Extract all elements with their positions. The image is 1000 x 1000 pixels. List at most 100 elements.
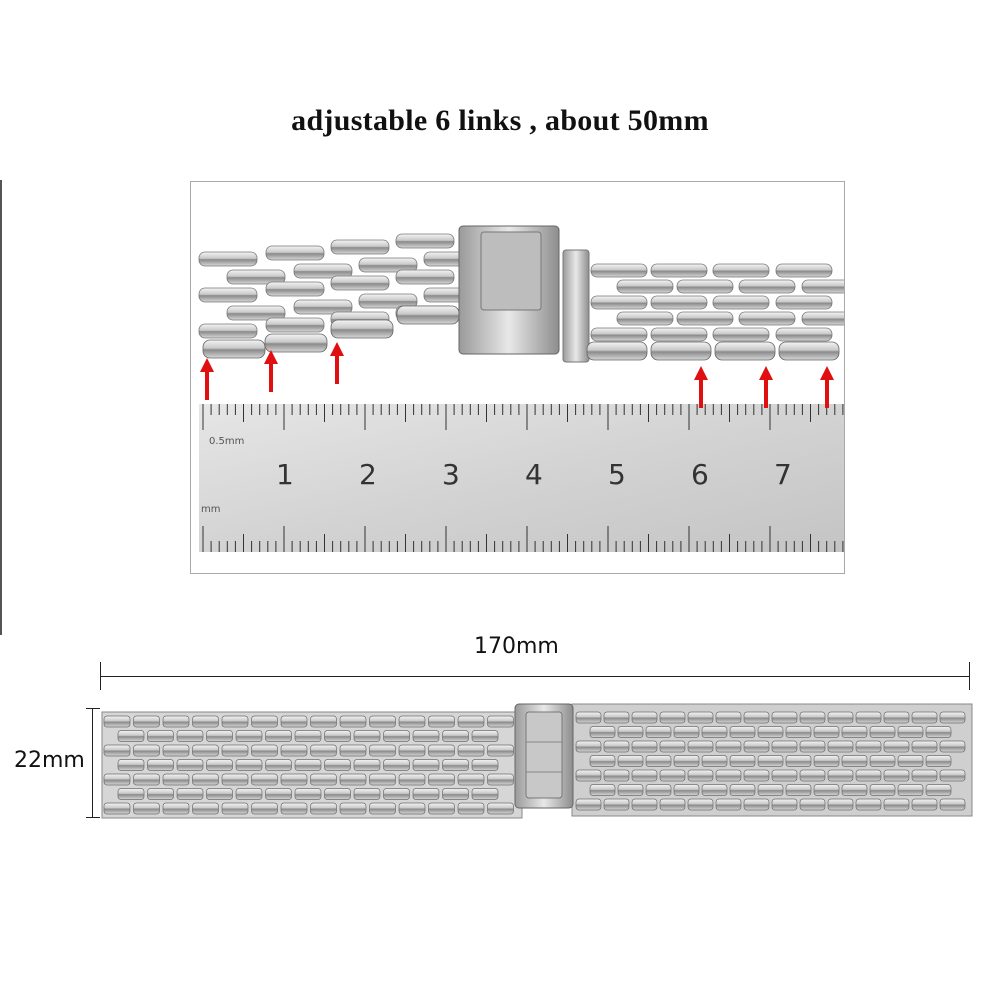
band-link (162, 744, 190, 757)
band-link (575, 711, 602, 724)
band-link (221, 744, 249, 757)
bracelet-link (265, 317, 325, 333)
band-link (176, 788, 204, 800)
band-link (294, 759, 322, 771)
bracelet-full-view (101, 703, 973, 819)
band-link (939, 740, 966, 753)
bracelet-link (676, 311, 734, 326)
band-link (673, 726, 700, 738)
red-arrow-head (820, 366, 834, 380)
band-link (715, 769, 742, 782)
bracelet-link (775, 295, 833, 310)
band-link (103, 773, 131, 786)
bracelet-link (226, 269, 286, 285)
band-link (911, 740, 938, 753)
band-link (925, 726, 952, 738)
ruler: 12345678 0.5mm mm (199, 404, 844, 552)
bracelet-link (650, 295, 708, 310)
bracelet-link (358, 257, 418, 273)
red-arrow-head (200, 358, 214, 372)
band-link (442, 759, 469, 771)
band-link (235, 788, 263, 800)
band-link (659, 769, 686, 782)
band-link (799, 711, 826, 724)
bracelet-link (712, 327, 770, 342)
band-link (631, 740, 658, 753)
length-line-right-cap (969, 662, 970, 690)
band-link (457, 715, 485, 728)
band-link (701, 755, 728, 767)
bracelet-end-link (778, 341, 840, 361)
band-link (428, 773, 455, 786)
band-link (310, 773, 337, 786)
band-link (487, 744, 514, 757)
bracelet-link (198, 251, 258, 267)
red-arrow (694, 366, 708, 408)
band-link (603, 711, 630, 724)
band-link (471, 788, 499, 800)
band-link (442, 788, 469, 800)
bracelet-link (801, 279, 844, 294)
bracelet-end-link (264, 333, 328, 353)
band-link (869, 784, 896, 796)
band-link (603, 740, 630, 753)
band-link (192, 744, 219, 757)
band-link (855, 798, 882, 811)
band-link (617, 755, 644, 767)
band-link (687, 798, 714, 811)
width-label: 22mm (14, 748, 85, 773)
band-link (103, 715, 131, 728)
band-link (265, 759, 292, 771)
ruler-unit-bottom: mm (201, 504, 220, 515)
band-link (192, 802, 219, 815)
band-link (369, 744, 396, 757)
band-link (603, 769, 630, 782)
band-link (192, 773, 219, 786)
band-link (428, 802, 455, 815)
band-link (715, 740, 742, 753)
band-link (785, 784, 812, 796)
length-line (100, 676, 970, 677)
band-link (383, 759, 410, 771)
bracelet-link (590, 263, 648, 278)
band-link (339, 773, 367, 786)
bracelet-link (738, 311, 796, 326)
band-link (133, 715, 160, 728)
band-link (813, 755, 840, 767)
band-link (471, 759, 499, 771)
band-link (412, 730, 440, 742)
band-link (743, 769, 770, 782)
band-link (280, 744, 308, 757)
band-link (235, 730, 263, 742)
band-link (631, 798, 658, 811)
bracelet-ruler-illustration: 12345678 0.5mm mm (198, 225, 844, 552)
band-link (687, 711, 714, 724)
band-link (841, 755, 868, 767)
band-link (771, 740, 798, 753)
band-link (589, 784, 616, 796)
band-link (412, 788, 440, 800)
band-link (855, 740, 882, 753)
band-link (925, 755, 952, 767)
band-link (939, 769, 966, 782)
band-link (369, 773, 396, 786)
band-link (575, 769, 602, 782)
band-link (757, 755, 784, 767)
bracelet-link (395, 233, 455, 249)
ruler-number: 1 (276, 458, 294, 491)
bracelet-left-half (101, 711, 523, 819)
red-arrow-head (759, 366, 773, 380)
band-link (147, 730, 174, 742)
ruler-ticks (202, 404, 844, 552)
bracelet-link (590, 295, 648, 310)
band-link (369, 802, 396, 815)
band-link (645, 726, 672, 738)
band-link (310, 744, 337, 757)
red-arrow (200, 358, 214, 400)
band-link (280, 715, 308, 728)
ruler-number: 4 (525, 458, 543, 491)
band-link (162, 715, 190, 728)
band-link (398, 802, 426, 815)
band-link (757, 784, 784, 796)
bracelet-right-half (571, 703, 973, 817)
